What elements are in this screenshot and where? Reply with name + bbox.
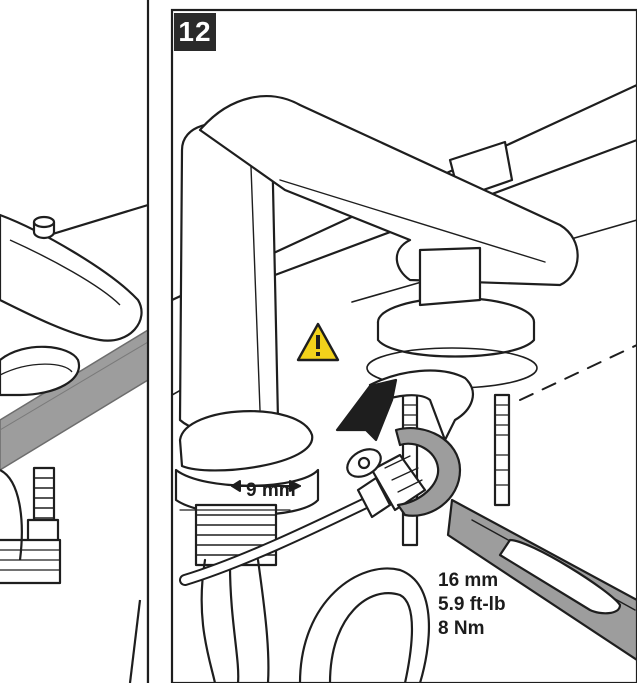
tighten-arrow-icon [335, 369, 475, 442]
wrench-size-label: 16 mm [438, 570, 499, 591]
wrench [394, 427, 637, 662]
left-panel [0, 203, 148, 683]
hose-fitting [346, 448, 427, 519]
torque-ftlb-label: 5.9 ft-lb [438, 594, 506, 615]
dimension-marker [179, 480, 301, 511]
right-panel [172, 83, 637, 683]
nut-dimension-label: 9 mm [246, 480, 296, 501]
step-number-badge: 12 [174, 13, 216, 51]
warning-triangle-icon [296, 322, 340, 362]
torque-nm-label: 8 Nm [438, 618, 485, 639]
